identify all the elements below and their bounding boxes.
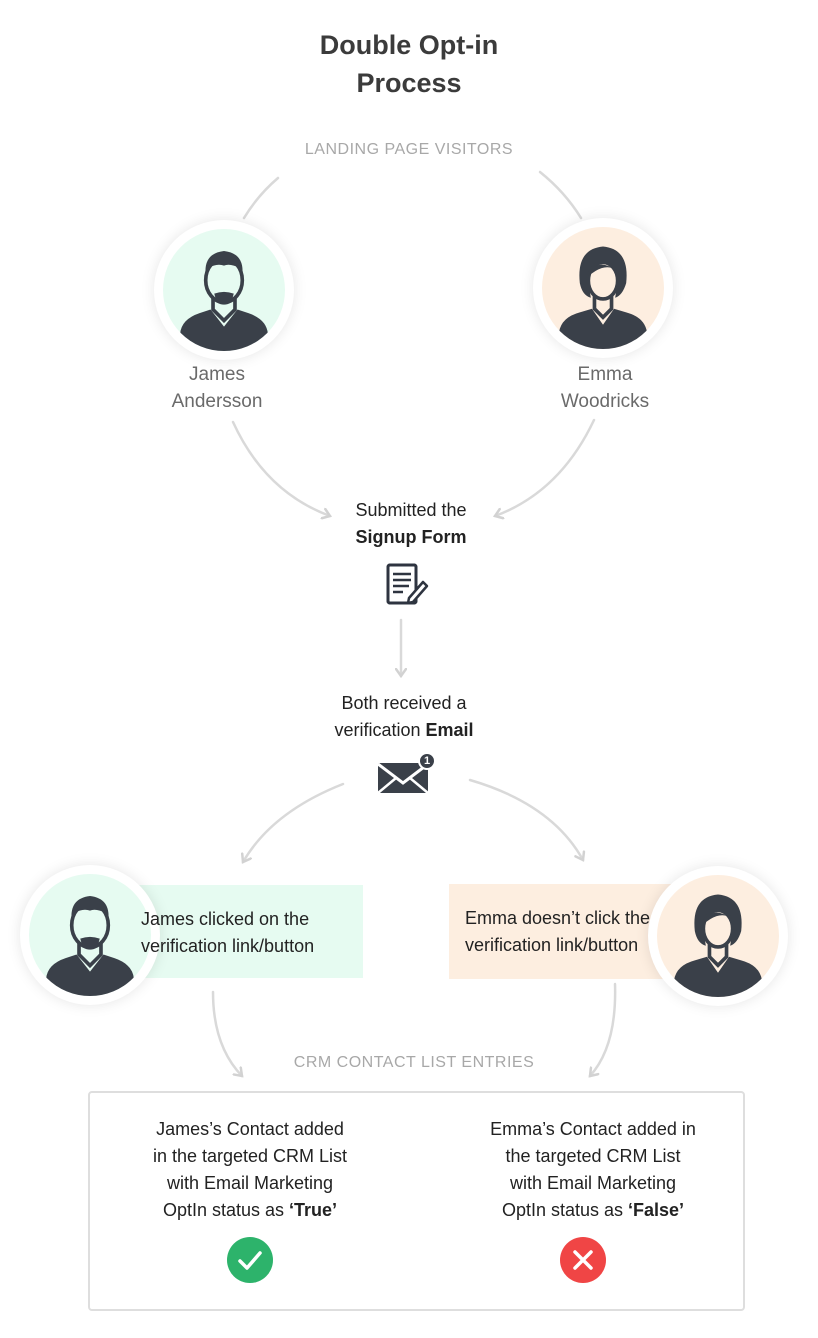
james-result-line-1: James’s Contact added <box>156 1119 344 1139</box>
james-result-text: James’s Contact added in the targeted CR… <box>100 1116 400 1224</box>
email-line-2-prefix: verification <box>334 720 426 740</box>
james-result-line-2: in the targeted CRM List <box>152 1146 348 1166</box>
arrow-james-to-signup <box>231 420 330 516</box>
man-avatar-icon <box>46 895 134 996</box>
signup-form-icon <box>386 563 429 605</box>
james-result-line-4-prefix: OptIn status as <box>162 1200 290 1220</box>
signup-line-2: Signup Form <box>355 527 467 547</box>
arrow-email-to-james <box>243 782 345 862</box>
landing-visitors-label: LANDING PAGE VISITORS <box>304 141 514 158</box>
emma-action-avatar <box>648 866 788 1006</box>
james-result-status-icon <box>226 1236 274 1284</box>
james-result-line-3: with Email Marketing <box>166 1173 334 1193</box>
emma-result-status: ‘False’ <box>628 1200 685 1220</box>
crm-list-label: CRM CONTACT LIST ENTRIES <box>293 1054 535 1071</box>
emma-result-line-3: with Email Marketing <box>509 1173 677 1193</box>
emma-result-line-2: the targeted CRM List <box>505 1146 681 1166</box>
man-avatar-icon <box>180 250 268 351</box>
signup-step-text: Submitted the Signup Form <box>261 497 561 551</box>
woman-avatar-icon <box>559 246 647 349</box>
james-action-line-1: James clicked on the <box>141 909 310 929</box>
emma-action-line-1: Emma doesn’t click the <box>465 908 651 928</box>
james-name: James Andersson <box>117 361 317 415</box>
james-action-text: James clicked on the verification link/b… <box>141 906 361 960</box>
notification-badge: 1 <box>423 755 431 767</box>
james-result-status: ‘True’ <box>289 1200 338 1220</box>
james-avatar <box>154 220 294 360</box>
email-line-2-bold: Email <box>425 720 474 740</box>
arrow-emma-to-signup <box>495 418 596 516</box>
arrow-james-to-crm <box>211 990 242 1076</box>
emma-result-text: Emma’s Contact added in the targeted CRM… <box>443 1116 743 1224</box>
arrow-email-to-emma <box>468 778 583 860</box>
page-title: Double Opt-in Process <box>0 26 818 102</box>
woman-avatar-icon <box>674 894 762 997</box>
crm-results-box <box>88 1091 745 1311</box>
check-icon <box>227 1237 273 1283</box>
cross-icon <box>560 1237 606 1283</box>
emma-first-name: Emma <box>577 364 633 385</box>
email-step-text: Both received a verification Email <box>254 690 554 744</box>
envelope-icon <box>377 752 436 794</box>
emma-last-name: Woodricks <box>560 391 650 412</box>
title-line-2: Process <box>356 68 462 98</box>
emma-action-text: Emma doesn’t click the verification link… <box>465 905 685 959</box>
connector-visitors-james <box>242 176 280 220</box>
email-line-1: Both received a <box>341 693 467 713</box>
james-last-name: Andersson <box>171 391 263 412</box>
emma-name: Emma Woodricks <box>505 361 705 415</box>
emma-avatar <box>533 218 673 358</box>
arrow-emma-to-crm <box>590 982 617 1076</box>
emma-result-line-1: Emma’s Contact added in <box>490 1119 696 1139</box>
emma-result-line-4-prefix: OptIn status as <box>501 1200 629 1220</box>
connector-visitors-emma <box>538 170 583 220</box>
signup-line-1: Submitted the <box>355 500 467 520</box>
james-action-line-2: verification link/button <box>141 936 315 956</box>
title-line-1: Double Opt-in <box>319 30 499 60</box>
emma-action-line-2: verification link/button <box>465 935 639 955</box>
james-action-avatar <box>20 865 160 1005</box>
james-first-name: James <box>189 364 245 385</box>
emma-result-status-icon <box>559 1236 607 1284</box>
